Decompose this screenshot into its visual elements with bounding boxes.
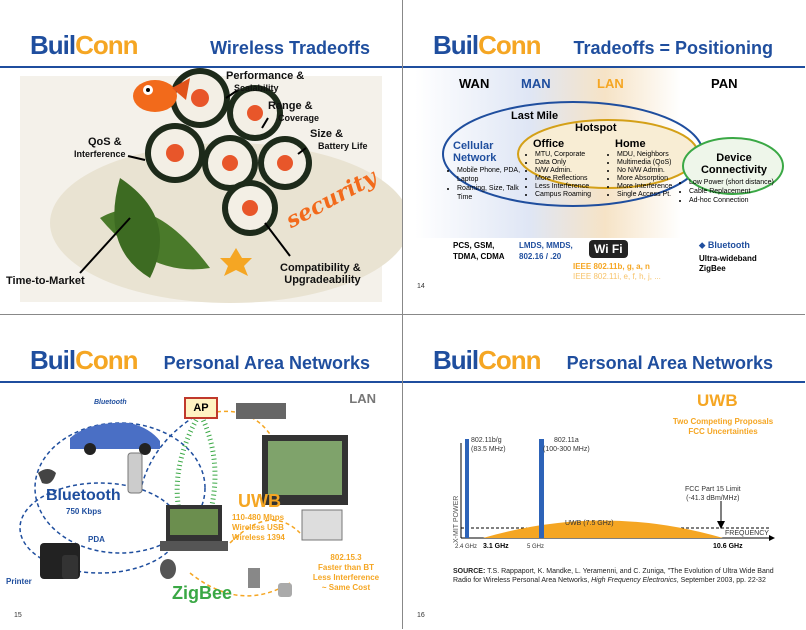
buildconn-logo: BuilConn [433,30,542,60]
dvd-player-icon [236,403,286,419]
photo-frame-icon [301,509,343,541]
y-axis-label: X-MIT POWER [453,495,460,543]
sushi-photo [0,68,402,314]
page-number: 16 [417,612,425,619]
cellular-list: Mobile Phone, PDA, Laptop Roaming, Size,… [447,166,527,202]
slide-title: Personal Area Networks [566,353,773,373]
label-uwb-band: UWB (7.5 GHz) [565,520,614,527]
title-rule [0,66,402,68]
title-rule [0,381,402,383]
label-pan: PAN [711,76,738,91]
device-list: Low Power (short distance) Cable Replace… [679,178,799,205]
label-bluetooth: Bluetooth [46,487,121,504]
label-bt-speed: 750 Kbps [66,507,102,516]
label-pcs-gsm: PCS, GSM,TDMA, CDMA [453,241,505,261]
camera-icon [248,568,260,588]
label-lan: LAN [349,391,376,406]
spectrum-chart [460,439,775,541]
slide-wireless-tradeoffs: BuilConn Wireless Tradeoffs [0,0,403,315]
title-rule [403,381,805,383]
tick-10-6ghz: 10.6 GHz [713,543,743,550]
label-home: Home [615,138,646,150]
label-printer: Printer [6,577,32,586]
label-time-to-market: Time-to-Market [6,275,85,287]
tick-3-1ghz: 3.1 GHz [483,543,509,550]
label-uwb: UWB [697,391,738,410]
label-man: MAN [521,76,551,91]
label-hotspot: Hotspot [575,122,617,134]
slide-personal-area-networks: BuilConn Personal Area Networks [0,315,403,629]
slide-title: Personal Area Networks [163,353,370,373]
slide-uwb-spectrum: BuilConn Personal Area Networks UWB Two … [403,315,805,629]
buildconn-logo: BuilConn [433,345,542,375]
uwb-subtitles: Two Competing Proposals FCC Uncertaintie… [672,417,774,436]
pan-network-diagram [19,403,348,597]
label-zigbee: ZigBee [172,583,233,603]
page-number: 14 [417,283,425,290]
label-range: Range &Coverage [268,100,320,123]
label-qos: QoS &Interference [74,136,126,159]
positioning-diagram [415,68,795,238]
label-compatibility: Compatibility &Upgradeability [280,262,361,286]
uwb-list: 110-480 Mbps Wireless USB Wireless 1394 [232,513,285,542]
media-player-icon [278,583,292,597]
x-axis-label: FREQUENCY [725,530,769,537]
access-point-box: AP [184,397,218,419]
slide-title: Wireless Tradeoffs [210,38,370,58]
label-lan: LAN [597,76,624,91]
tick-5ghz: 5 GHz [527,544,545,550]
label-lmds: LMDS, MMDS,802.16 / .20 [519,241,573,261]
home-list: MDU, Neighbors Multimedia (QoS) No N/W A… [607,151,672,199]
fish-icon [133,78,190,112]
car-icon [70,422,160,455]
slide-tradeoffs-positioning: BuilConn Tradeoffs = Positioning WAN MAN… [403,0,805,315]
source-citation: SOURCE: T.S. Rappaport, K. Mandke, L. Ye… [453,568,774,584]
label-last-mile: Last Mile [511,110,559,122]
phone-icon [127,452,143,494]
bluetooth-icon: ⬥ [699,240,706,250]
office-list: MTU, Corporate Data Only N/W Admin. More… [525,151,591,199]
headset-icon [38,469,56,484]
slide-title: Tradeoffs = Positioning [573,38,773,58]
pda-icon [62,555,78,579]
band-802-11a [539,439,544,538]
title-rule [403,66,805,68]
label-fcc-limit: FCC Part 15 Limit(-41.3 dBm/MHz) [685,486,741,502]
zigbee-list: 802.15.3 Faster than BT Less Interferenc… [312,553,380,592]
bluetooth-logo: ⬥ Bluetooth [699,240,750,250]
label-office: Office [533,138,565,150]
buildconn-logo: BuilConn [30,30,139,60]
label-size: Size &Battery Life [310,128,368,151]
tick-2-4ghz: 2.4 GHz [455,544,478,550]
label-802-11bg: 802.11b/g(83.5 MHz) [471,437,506,453]
wifi-logo: Wi Fi [589,240,628,258]
buildconn-logo: BuilConn [30,345,139,375]
mouse-icon [160,559,176,579]
bluetooth-logo: Bluetooth [94,399,127,406]
band-802-11bg [465,439,469,538]
label-802-11a: 802.11a(100-300 MHz) [543,437,590,453]
label-performance: Performance &Scalability [226,70,305,93]
label-pda: PDA [88,535,105,544]
page-number: 15 [14,612,22,619]
label-wan: WAN [459,76,490,91]
label-uwb: UWB [238,491,281,511]
